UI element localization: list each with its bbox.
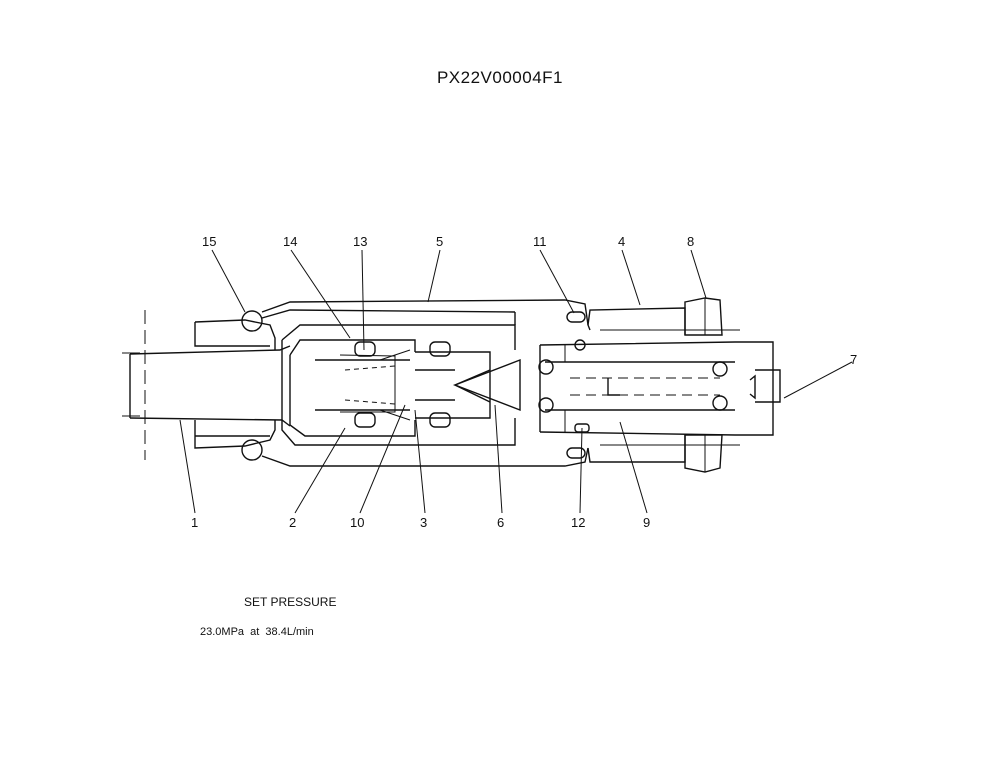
callout-7: 7 [850,352,857,367]
callout-6: 6 [497,515,504,530]
o-rings [241,310,728,461]
callout-12: 12 [571,515,585,530]
callout-10: 10 [350,515,364,530]
callout-13: 13 [353,234,367,249]
set-pressure-label: SET PRESSURE [244,595,337,609]
callout-3: 3 [420,515,427,530]
callout-labels: 15 14 13 5 11 4 8 7 1 2 10 3 6 12 9 [191,234,857,530]
leader-lines [179,249,853,514]
callout-8: 8 [687,234,694,249]
callout-2: 2 [289,515,296,530]
callout-1: 1 [191,515,198,530]
drawing-title: PX22V00004F1 [436,68,564,87]
adjust-spring [545,345,735,432]
plunger-rod [122,310,291,460]
inner-piston [289,339,491,437]
adjuster-body [539,307,774,463]
callout-14: 14 [283,234,297,249]
lock-nut [684,297,723,473]
set-pressure-value: 23.0MPa at 38.4L/min [200,626,314,638]
callout-4: 4 [618,234,625,249]
callout-11: 11 [533,234,547,249]
main-housing [261,299,591,467]
callout-9: 9 [643,515,650,530]
poppet-cone [453,358,521,412]
callout-5: 5 [436,234,443,249]
callout-15: 15 [202,234,216,249]
end-screw [749,369,781,403]
sleeve-flange [194,319,276,449]
